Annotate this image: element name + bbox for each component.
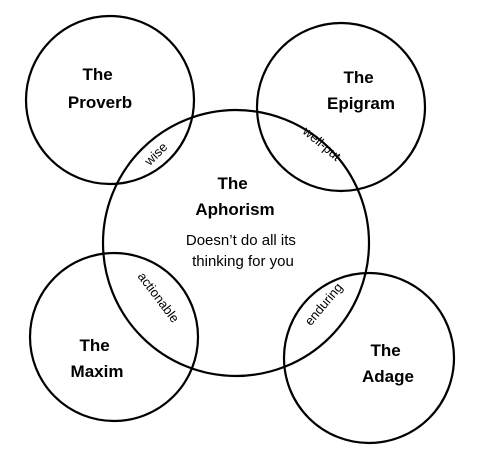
epigram-label-line2: Epigram xyxy=(327,94,395,113)
aphorism-label: The Aphorism xyxy=(195,174,274,219)
proverb-circle xyxy=(24,14,196,186)
adage-label-line1: The xyxy=(371,341,401,360)
adage-circle xyxy=(282,271,456,445)
maxim-label-line2: Maxim xyxy=(71,362,124,381)
overlap-label-well-put: well-put xyxy=(299,123,344,164)
overlap-label-wise: wise xyxy=(141,139,171,169)
proverb-label-line1: The xyxy=(83,65,113,84)
maxim-circle xyxy=(28,251,200,423)
adage-label: The Adage xyxy=(362,341,414,386)
proverb-label-line2: Proverb xyxy=(68,93,132,112)
aphorism-description-line2: thinking for you xyxy=(192,253,294,270)
aphorism-label-line2: Aphorism xyxy=(195,200,274,219)
maxim-label: The Maxim xyxy=(71,336,124,381)
adage-label-line2: Adage xyxy=(362,367,414,386)
epigram-label-line1: The xyxy=(344,68,374,87)
epigram-circle xyxy=(255,21,427,193)
overlap-label-actionable: actionable xyxy=(135,269,183,325)
proverb-label: The Proverb xyxy=(68,65,132,112)
epigram-label: The Epigram xyxy=(327,68,395,113)
aphorism-description-line1: Doesn’t do all its xyxy=(186,232,296,249)
aphorism-label-line1: The xyxy=(218,174,248,193)
aphorism-circle xyxy=(101,108,371,378)
maxim-label-line1: The xyxy=(80,336,110,355)
aphorism-description: Doesn’t do all its thinking for you xyxy=(186,232,300,270)
